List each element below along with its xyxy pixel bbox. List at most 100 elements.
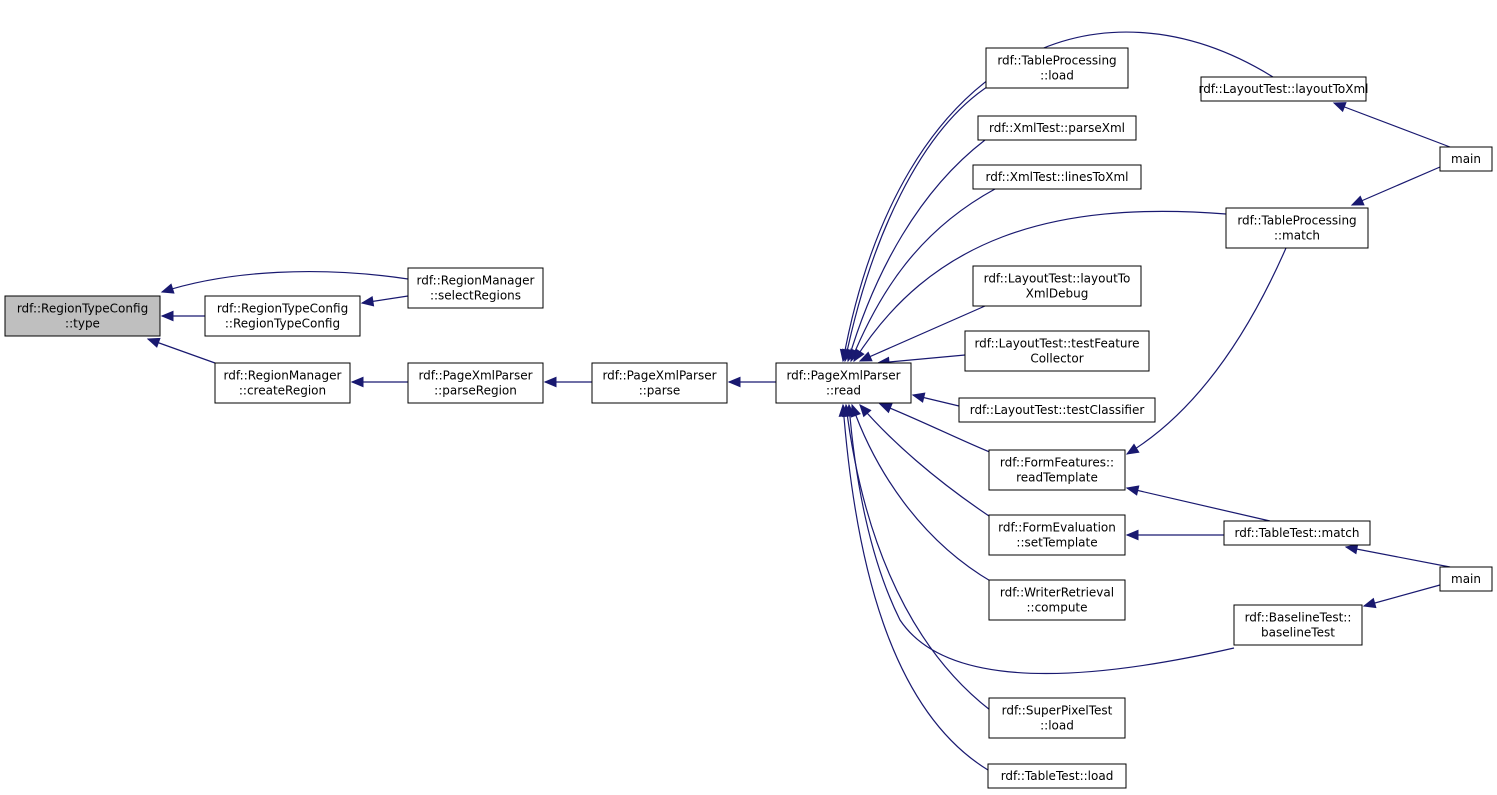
node-tp-load[interactable]: rdf::TableProcessing::load	[985, 47, 1129, 89]
edge-arrowhead	[727, 376, 741, 388]
edge-arrowhead	[1332, 102, 1347, 113]
edge-arrowhead	[146, 337, 161, 348]
node-label: ::compute	[1026, 601, 1087, 615]
edge-line	[1363, 584, 1441, 607]
node-label: baselineTest	[1261, 626, 1335, 640]
node-px-parseRegion[interactable]: rdf::PageXmlParser::parseRegion	[407, 362, 544, 404]
node-label: ::parseRegion	[434, 384, 517, 398]
node-label: main	[1451, 572, 1481, 586]
node-box	[1200, 76, 1367, 102]
node-label: rdf::TableTest::match	[1235, 526, 1360, 540]
edge-main2-to-bt_baselineTest	[1362, 584, 1441, 609]
edge-arrowhead	[1350, 195, 1365, 206]
node-rtc-ctor[interactable]: rdf::RegionTypeConfig::RegionTypeConfig	[204, 295, 361, 337]
node-label: rdf::BaselineTest::	[1245, 611, 1352, 625]
node-label: ::setTemplate	[1016, 536, 1097, 550]
node-lt-layoutToXml[interactable]: rdf::LayoutTest::layoutToXml	[1198, 76, 1369, 102]
node-box	[985, 47, 1129, 89]
node-box	[988, 514, 1126, 556]
node-px-read[interactable]: rdf::PageXmlParser::read	[775, 362, 912, 404]
edge-tp_match-to-ff_readTemplate	[1125, 247, 1287, 455]
edge-arrowhead	[1344, 543, 1359, 555]
node-px-parse[interactable]: rdf::PageXmlParser::parse	[591, 362, 728, 404]
edge-tt_match-to-fe_setTemplate	[1125, 529, 1224, 541]
node-box	[1439, 566, 1493, 592]
node-tt-load[interactable]: rdf::TableTest::load	[987, 763, 1127, 789]
node-box	[964, 330, 1150, 372]
node-ff-readTemplate[interactable]: rdf::FormFeatures::readTemplate	[988, 449, 1126, 491]
node-label: rdf::RegionManager	[224, 369, 342, 383]
edge-px_parseRegion-to-rm_create	[350, 376, 408, 388]
edge-line	[847, 139, 986, 362]
node-label: ::createRegion	[239, 384, 326, 398]
node-main1[interactable]: main	[1439, 146, 1493, 172]
edge-arrowhead	[859, 404, 872, 418]
node-label: ::load	[1040, 69, 1074, 83]
edge-arrowhead	[853, 348, 865, 363]
edge-line	[859, 404, 993, 519]
node-label: rdf::RegionManager	[417, 274, 535, 288]
node-fe-setTemplate[interactable]: rdf::FormEvaluation::setTemplate	[988, 514, 1126, 556]
nodes-layer: rdf::RegionTypeConfig::typerdf::RegionTy…	[4, 47, 1493, 789]
edge-line	[850, 188, 996, 362]
node-box	[988, 697, 1126, 739]
node-label: ::parse	[639, 384, 681, 398]
node-bt-baselineTest[interactable]: rdf::BaselineTest::baselineTest	[1233, 604, 1363, 646]
edge-px_read-to-px_parse	[727, 376, 776, 388]
edge-line	[1126, 487, 1271, 522]
node-box	[977, 115, 1137, 141]
edge-wr_compute-to-px_read	[850, 403, 993, 583]
node-label: rdf::PageXmlParser	[786, 369, 900, 383]
node-box	[4, 295, 161, 337]
edge-line	[859, 305, 986, 362]
node-box	[988, 579, 1126, 621]
node-main2[interactable]: main	[1439, 566, 1493, 592]
edge-arrowhead	[360, 295, 375, 307]
node-lt-testClassifier[interactable]: rdf::LayoutTest::testClassifier	[958, 397, 1156, 423]
edge-line	[848, 404, 1235, 675]
node-wr-compute[interactable]: rdf::WriterRetrieval::compute	[988, 579, 1126, 621]
edge-line	[851, 404, 993, 583]
node-xt-linesToXml[interactable]: rdf::XmlTest::linesToXml	[972, 164, 1142, 190]
node-box	[1233, 604, 1363, 646]
edge-line	[147, 338, 216, 364]
edge-arrowhead	[1362, 597, 1377, 609]
node-label: rdf::RegionTypeConfig	[17, 302, 148, 316]
node-label: ::RegionTypeConfig	[225, 317, 340, 331]
node-box	[204, 295, 361, 337]
node-tp-match[interactable]: rdf::TableProcessing::match	[1225, 207, 1369, 249]
edge-arrowhead	[838, 403, 850, 417]
node-box	[1439, 146, 1493, 172]
edge-lt_layoutToXmlDebug-to-px_read	[858, 305, 986, 362]
node-rm-create[interactable]: rdf::RegionManager::createRegion	[214, 362, 351, 404]
node-xt-parseXml[interactable]: rdf::XmlTest::parseXml	[977, 115, 1137, 141]
edge-line	[877, 354, 966, 364]
edge-main1-to-lt_layoutToXml	[1332, 102, 1451, 148]
node-label: XmlDebug	[1026, 287, 1089, 301]
node-box	[407, 362, 544, 404]
edge-line	[853, 210, 1227, 362]
edge-main1-to-tp_match	[1350, 166, 1441, 206]
node-label: rdf::LayoutTest::layoutTo	[984, 272, 1131, 286]
edge-arrowhead	[878, 403, 893, 414]
edge-line	[1351, 166, 1441, 206]
node-box	[775, 362, 912, 404]
node-label: rdf::SuperPixelTest	[1002, 704, 1113, 718]
edges-layer	[146, 31, 1451, 771]
edge-rm_create-to-root	[146, 337, 216, 364]
node-box	[407, 267, 544, 309]
node-label: rdf::LayoutTest::testFeature	[974, 337, 1139, 351]
node-tt-match[interactable]: rdf::TableTest::match	[1223, 520, 1371, 546]
node-label: rdf::LayoutTest::layoutToXml	[1198, 82, 1368, 96]
edge-line	[161, 270, 409, 293]
node-label: rdf::RegionTypeConfig	[217, 302, 348, 316]
edge-rm_select-to-root	[160, 270, 409, 294]
edge-tt_match-to-ff_readTemplate	[1125, 485, 1271, 522]
node-rm-select[interactable]: rdf::RegionManager::selectRegions	[407, 267, 544, 309]
node-label: rdf::FormFeatures::	[1000, 456, 1114, 470]
node-spt-load[interactable]: rdf::SuperPixelTest::load	[988, 697, 1126, 739]
node-label: rdf::WriterRetrieval	[1000, 586, 1114, 600]
